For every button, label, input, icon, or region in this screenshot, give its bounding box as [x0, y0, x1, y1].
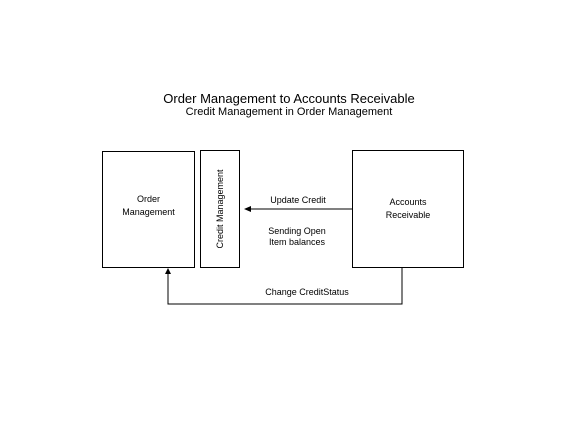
change-credit-status-label: Change CreditStatus	[265, 287, 349, 297]
order-management-node	[102, 151, 195, 268]
update-credit-arrow	[244, 206, 352, 212]
accounts-receivable-node	[352, 150, 464, 268]
sending-open-item-label: Sending Open Item balances	[268, 226, 326, 247]
accounts-receivable-label: Accounts Receivable	[385, 197, 431, 220]
credit-management-node	[200, 150, 240, 268]
change-credit-status-arrow	[165, 268, 403, 305]
diagram-subtitle: Credit Management in Order Management	[185, 106, 393, 118]
diagram-title: Order Management to Accounts Receivable	[163, 91, 415, 106]
order-management-label: Order Management	[122, 194, 175, 217]
update-credit-label: Update Credit	[270, 195, 326, 205]
